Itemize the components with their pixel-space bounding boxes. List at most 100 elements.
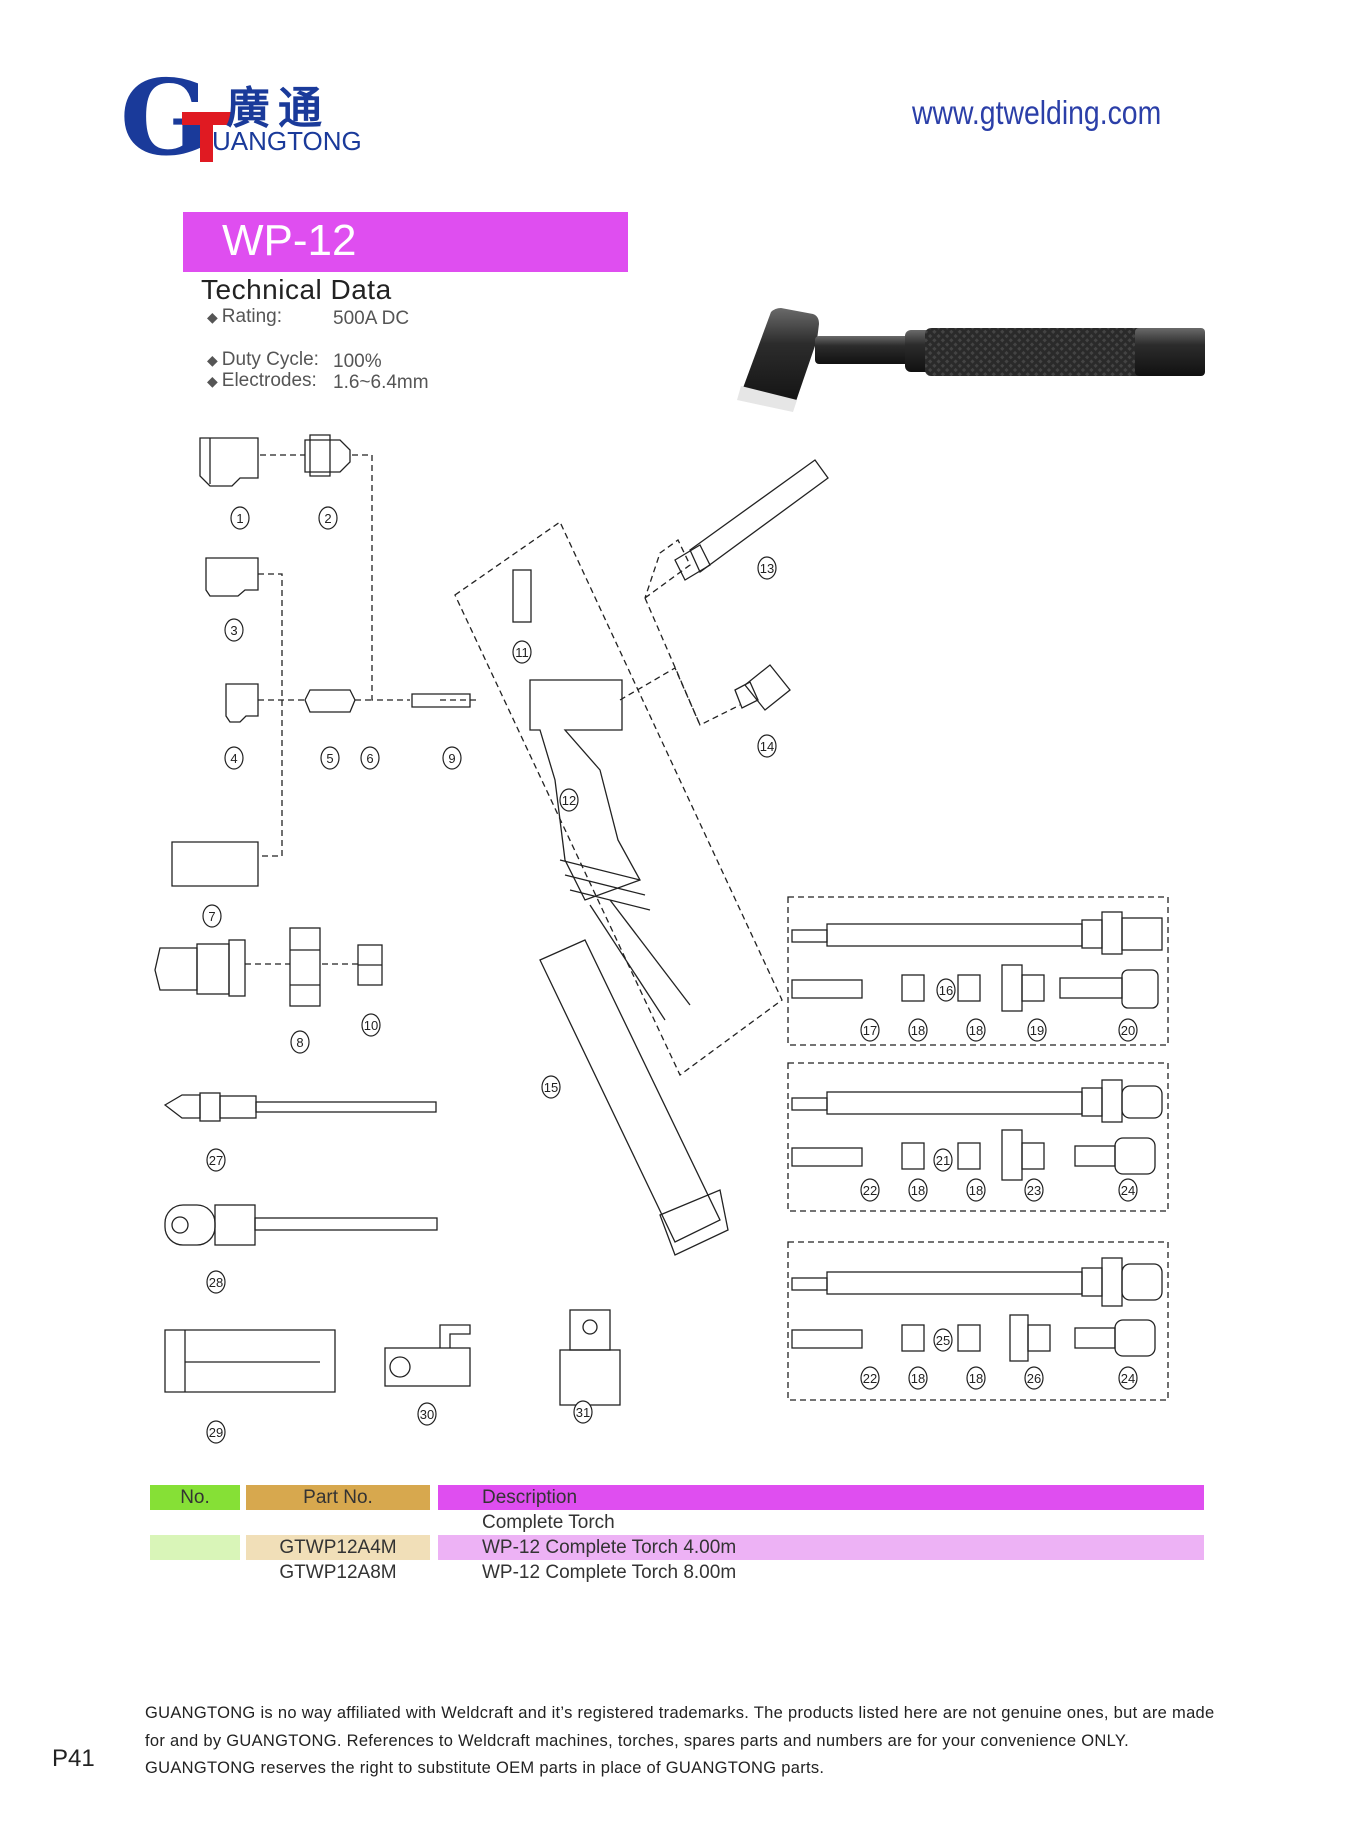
part-callout: 9 — [442, 746, 462, 770]
part-callout-label: 20 — [1121, 1023, 1135, 1038]
part-callout-label: 31 — [576, 1405, 590, 1420]
part-callout-label: 21 — [936, 1153, 950, 1168]
part-callout: 24 — [1118, 1366, 1138, 1390]
spec-label: Electrodes: — [221, 370, 317, 391]
logo-chinese-name: 廣通 — [226, 83, 330, 134]
part-callout: 1 — [230, 506, 250, 530]
part-callout-label: 18 — [969, 1371, 983, 1386]
spec-value: 500A DC — [333, 308, 410, 329]
part-callout: 16 — [936, 978, 956, 1002]
part-callout-label: 23 — [1027, 1183, 1041, 1198]
part-callout: 24 — [1118, 1178, 1138, 1202]
diamond-bullet-icon: ◆ — [207, 352, 218, 368]
part-callout-label: 18 — [911, 1371, 925, 1386]
torch-photo — [737, 308, 1205, 412]
spec-duty-cycle: ◆Duty Cycle: — [207, 349, 319, 371]
part-callout: 18 — [966, 1178, 986, 1202]
part-callout: 17 — [860, 1018, 880, 1042]
part-callout-label: 13 — [760, 561, 774, 576]
part-callout-label: 18 — [911, 1183, 925, 1198]
part-callout-label: 28 — [209, 1275, 223, 1290]
part-callout: 22 — [860, 1178, 880, 1202]
page-number: P41 — [52, 1745, 95, 1772]
spec-label: Duty Cycle: — [221, 349, 319, 370]
part-callout: 11 — [512, 640, 532, 664]
table-cell-description: WP-12 Complete Torch 8.00m — [482, 1562, 737, 1583]
part-callout: 25 — [933, 1328, 953, 1352]
table-cell-part-no: GTWP12A4M — [246, 1535, 430, 1560]
product-title: WP-12 — [222, 216, 357, 265]
part-callout: 14 — [757, 734, 777, 758]
part-callout-label: 24 — [1121, 1371, 1135, 1386]
part-callout-label: 9 — [448, 751, 455, 766]
part-callout: 4 — [224, 746, 244, 770]
logo-english-name: UANGTONG — [212, 126, 362, 156]
spec-value: 100% — [333, 351, 382, 372]
part-callout: 3 — [224, 618, 244, 642]
part-callout-label: 27 — [209, 1153, 223, 1168]
part-callout-label: 10 — [364, 1018, 378, 1033]
part-callout-label: 15 — [544, 1080, 558, 1095]
part-callout-label: 11 — [515, 645, 529, 660]
part-callout: 27 — [206, 1148, 226, 1172]
product-title-bar — [183, 212, 628, 272]
column-header-description: Description — [438, 1485, 1204, 1510]
exploded-parts-diagram: 1234567891011121314151617181819202122181… — [154, 434, 1169, 1444]
part-callout-label: 2 — [324, 511, 331, 526]
part-callout-label: 22 — [863, 1371, 877, 1386]
part-callout-label: 1 — [236, 511, 243, 526]
part-callout-label: 6 — [366, 751, 373, 766]
table-cell-part-no — [246, 1510, 430, 1535]
part-callout: 18 — [908, 1018, 928, 1042]
table-header-row: No. Part No. Description — [150, 1485, 1204, 1510]
spec-rating: ◆Rating: — [207, 306, 282, 328]
part-callout: 20 — [1118, 1018, 1138, 1042]
part-callout-label: 14 — [760, 739, 774, 754]
part-callout: 26 — [1024, 1366, 1044, 1390]
part-callout: 19 — [1027, 1018, 1047, 1042]
part-callout: 18 — [966, 1018, 986, 1042]
column-header-part-no: Part No. — [246, 1485, 430, 1510]
part-callout: 10 — [361, 1013, 381, 1037]
part-callout-label: 18 — [969, 1023, 983, 1038]
part-callout-label: 17 — [863, 1023, 877, 1038]
part-callout: 7 — [202, 904, 222, 928]
part-callout: 23 — [1024, 1178, 1044, 1202]
part-callout: 18 — [908, 1366, 928, 1390]
part-callout: 18 — [908, 1178, 928, 1202]
part-callout-label: 18 — [911, 1023, 925, 1038]
table-cell-description: Complete Torch — [482, 1512, 615, 1533]
part-callout: 29 — [206, 1420, 226, 1444]
technical-data-heading: Technical Data — [201, 274, 392, 305]
table-row: Complete Torch — [150, 1510, 1204, 1535]
part-callout: 6 — [360, 746, 380, 770]
part-callout: 5 — [320, 746, 340, 770]
part-callout-label: 12 — [562, 793, 576, 808]
part-callout-label: 18 — [969, 1183, 983, 1198]
part-callout-label: 7 — [208, 909, 215, 924]
part-callout-label: 19 — [1030, 1023, 1044, 1038]
part-callout-label: 30 — [420, 1407, 434, 1422]
part-callout: 12 — [559, 788, 579, 812]
part-callout: 21 — [933, 1148, 953, 1172]
table-cell-no — [150, 1535, 240, 1560]
diamond-bullet-icon: ◆ — [207, 373, 218, 389]
part-callout: 18 — [966, 1366, 986, 1390]
part-callout-label: 8 — [296, 1035, 303, 1050]
part-callout-label: 25 — [936, 1333, 950, 1348]
disclaimer-text: GUANGTONG is no way affiliated with Weld… — [145, 1704, 1215, 1777]
part-callout: 13 — [757, 556, 777, 580]
spec-value: 1.6~6.4mm — [333, 372, 429, 393]
part-callout-label: 22 — [863, 1183, 877, 1198]
part-callout: 22 — [860, 1366, 880, 1390]
part-callout: 8 — [290, 1030, 310, 1054]
part-callout-label: 5 — [326, 751, 333, 766]
column-header-no: No. — [150, 1485, 240, 1510]
table-cell-description: WP-12 Complete Torch 4.00m — [438, 1535, 1204, 1560]
part-callout: 31 — [573, 1400, 593, 1424]
part-callout: 15 — [541, 1075, 561, 1099]
table-cell-part-no: GTWP12A8M — [279, 1562, 397, 1583]
guangtong-logo: G — [120, 56, 380, 179]
website-link[interactable]: www.gtwelding.com — [912, 94, 1162, 131]
